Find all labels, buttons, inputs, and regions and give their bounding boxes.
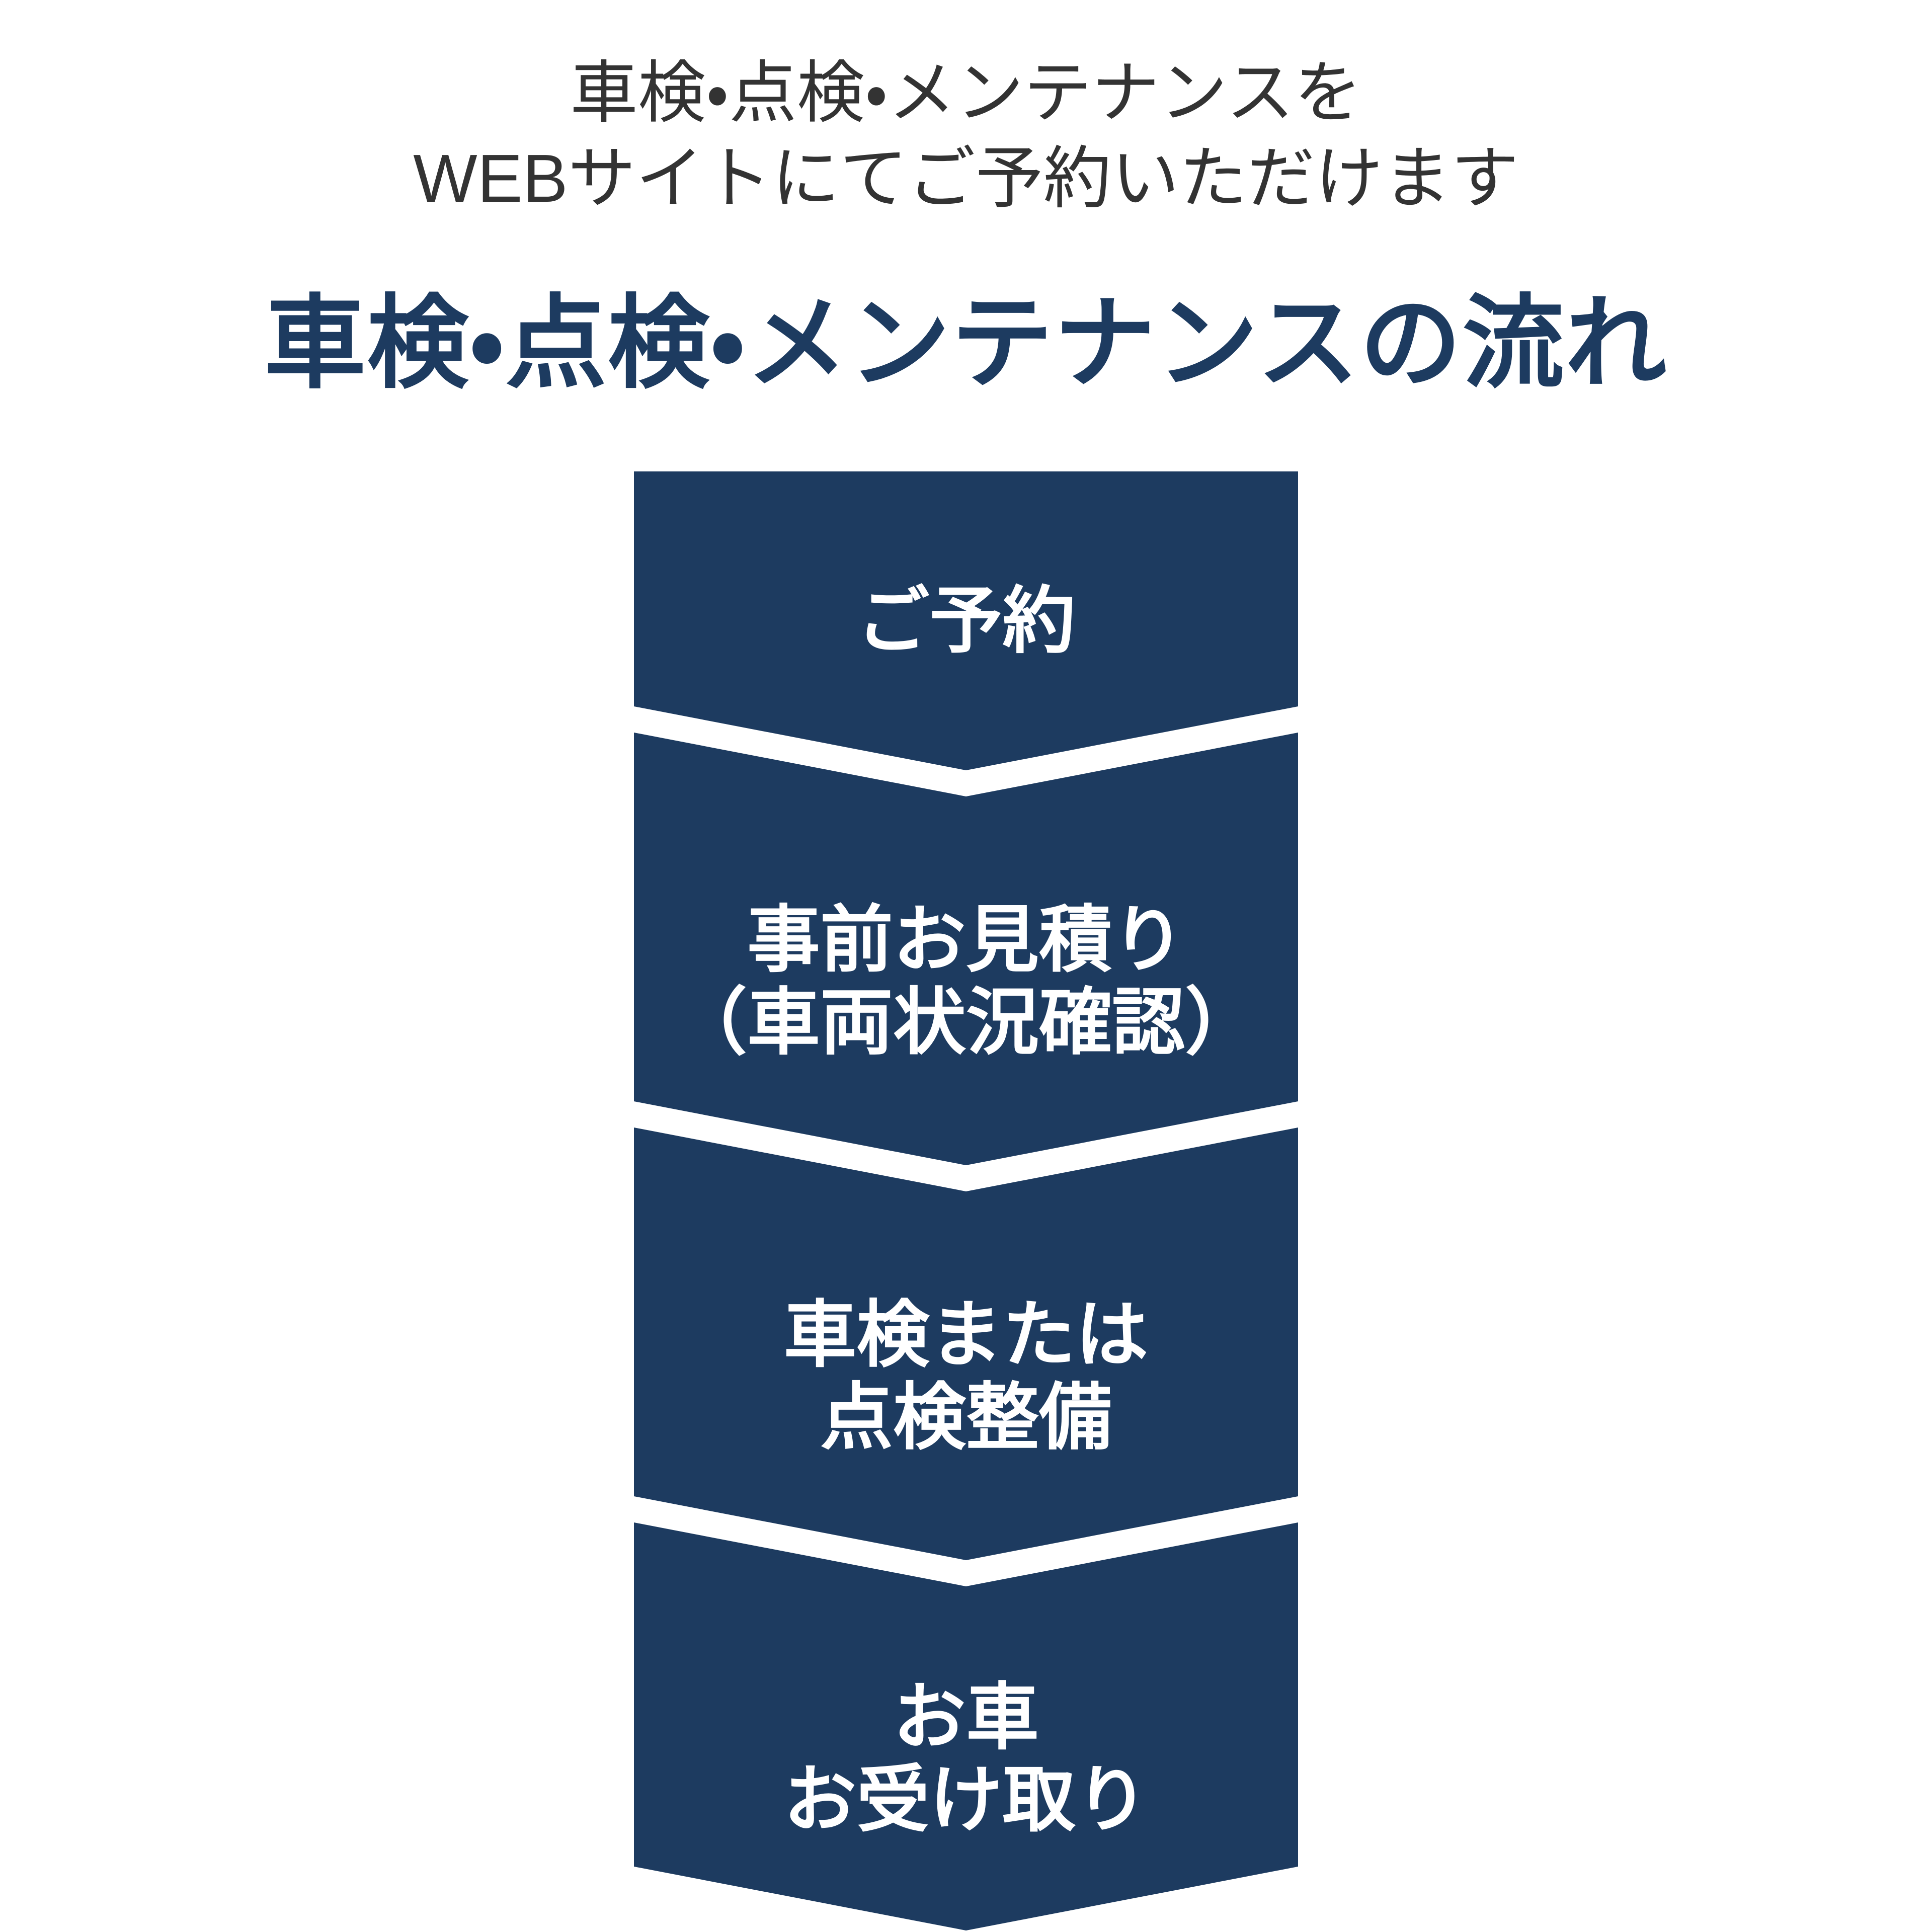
flow-step-inspection-maintenance: 車検または 点検整備 — [634, 1128, 1298, 1560]
step-label: お車 — [893, 1676, 1039, 1758]
page-title: 車検・点検・メンテナンスの流れ — [264, 286, 1668, 400]
step-label: 車検または — [783, 1294, 1149, 1376]
step-label: 点検整備 — [820, 1376, 1112, 1458]
flow-step-estimate: 事前お見積り （車両状況確認） — [634, 733, 1298, 1165]
intro-text: 車検・点検・メンテナンスを WEBサイトにてご予約いただけます — [0, 50, 1932, 221]
intro-line-2: WEBサイトにてご予約いただけます — [413, 140, 1519, 216]
step-label: 事前お見積り — [747, 899, 1185, 981]
step-label: お受け取り — [783, 1759, 1149, 1840]
flow-step-reservation: ご予約 — [634, 471, 1298, 770]
flow-step-car-pickup: お車 お受け取り — [634, 1522, 1298, 1930]
step-label-sub: （車両状況確認） — [674, 981, 1258, 1063]
flow-diagram: ご予約 事前お見積り （車両状況確認） 車検または 点検整備 お車 お受け取り — [634, 471, 1298, 1930]
step-label: ご予約 — [856, 580, 1076, 662]
intro-line-1: 車検・点検・メンテナンスを — [570, 55, 1362, 131]
